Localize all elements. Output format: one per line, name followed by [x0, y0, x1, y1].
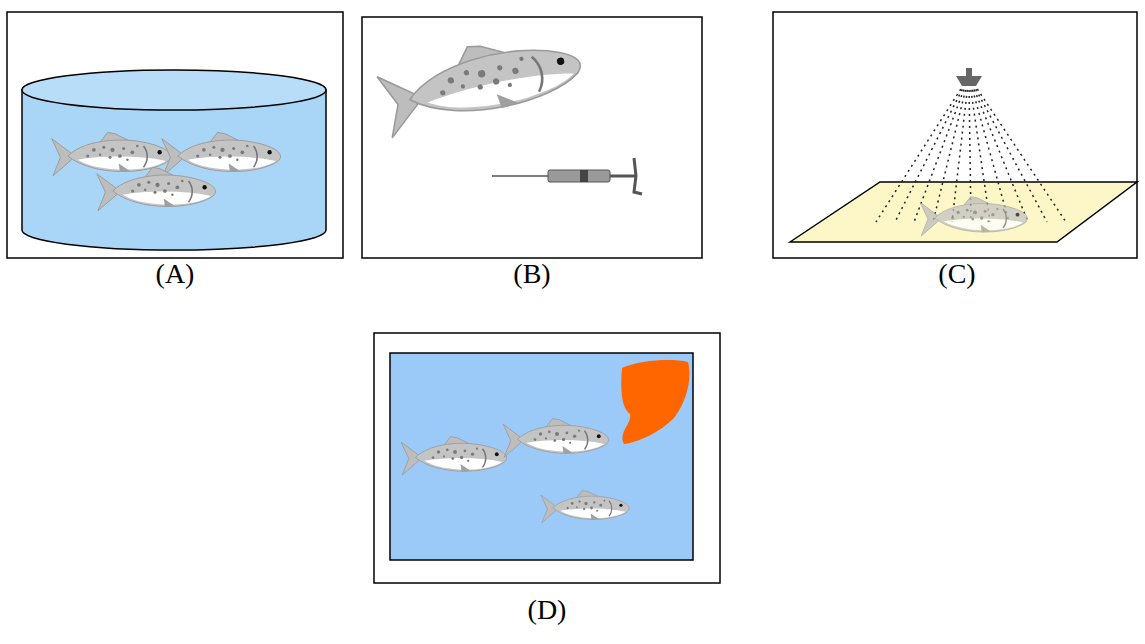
- fish: [162, 132, 281, 175]
- tank-top: [22, 70, 326, 110]
- tank-body: [22, 90, 326, 250]
- bait: [621, 360, 689, 444]
- spray-nozzle: [956, 68, 982, 86]
- panel-label: (C): [938, 260, 975, 288]
- syringe: [492, 158, 642, 194]
- panel-b: [362, 17, 702, 258]
- tray: [790, 182, 1137, 242]
- fish: [401, 437, 506, 476]
- panel-frame: [773, 12, 1137, 258]
- fish: [503, 419, 608, 458]
- panel-frame: [362, 17, 702, 258]
- panel-label: (D): [528, 596, 567, 624]
- panel-d: [374, 333, 720, 583]
- water-tank: [390, 353, 693, 560]
- fish: [541, 491, 629, 523]
- fish: [375, 25, 587, 139]
- panel-frame: [7, 12, 343, 258]
- fish: [920, 197, 1027, 236]
- panel-label: (A): [156, 260, 195, 288]
- fish: [97, 167, 216, 210]
- panel-c: [773, 12, 1137, 258]
- panel-frame: [374, 333, 720, 583]
- panel-label: (B): [513, 260, 550, 288]
- fish: [375, 25, 587, 139]
- panel-a: [7, 12, 343, 258]
